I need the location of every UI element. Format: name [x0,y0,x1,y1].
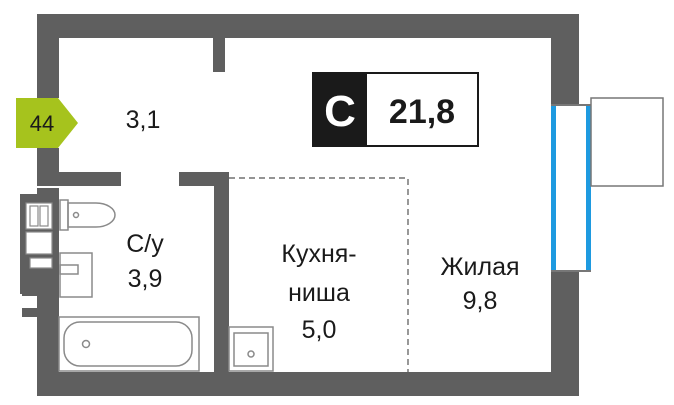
window [551,104,591,272]
kitchen-name-line1: Кухня- [281,240,356,268]
interior-walls [37,38,229,372]
apartment-number-badge: 44 [16,98,78,148]
type-area-badge: С 21,8 [312,72,479,147]
stove-icon [228,326,274,372]
laundry-icon [25,202,53,269]
sink-icon [59,252,93,298]
total-area: 21,8 [389,93,455,131]
kitchen-area: 5,0 [302,316,337,344]
kitchen-name-line2: ниша [288,279,350,307]
apartment-type-letter: С [324,87,356,136]
bathtub-icon [58,316,200,372]
outer-walls [20,14,579,396]
balcony [590,97,664,187]
apartment-number: 44 [30,111,54,136]
toilet-icon [59,199,116,231]
hall-area: 3,1 [126,106,161,134]
bathroom-name: С/у [126,230,164,258]
living-area: 9,8 [463,287,498,315]
living-name: Жилая [440,253,519,281]
bathroom-area: 3,9 [128,265,163,293]
